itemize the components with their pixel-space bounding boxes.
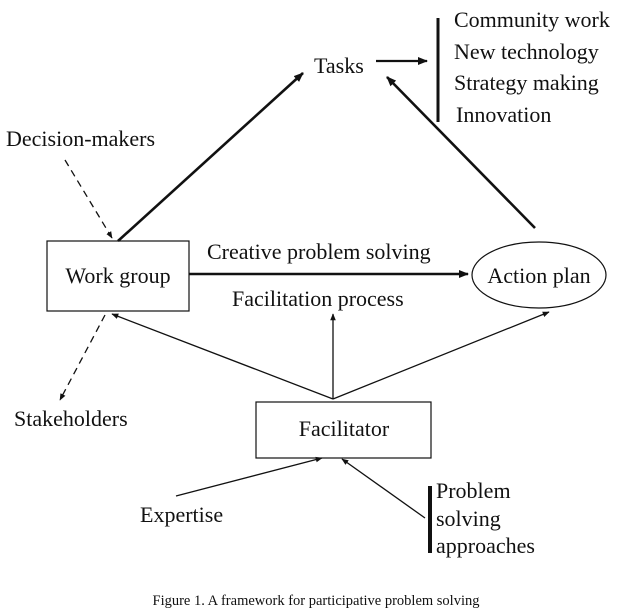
task-innovation: Innovation <box>456 102 551 127</box>
task-community-work: Community work <box>454 7 610 32</box>
work-group-label: Work group <box>65 263 170 288</box>
facilitator-to-actionplan-arrow <box>332 311 550 400</box>
facilitator-to-workgroup-arrow <box>111 313 334 400</box>
creative-problem-solving-label: Creative problem solving <box>207 239 431 264</box>
approaches-to-facilitator-arrow <box>341 458 426 519</box>
action-plan-ellipse <box>471 241 607 309</box>
action-plan-label: Action plan <box>487 263 590 288</box>
decisionmakers-to-workgroup-arrow <box>64 159 113 239</box>
task-strategy-making: Strategy making <box>454 70 599 95</box>
figure-caption: Figure 1. A framework for participative … <box>153 593 480 609</box>
approaches-line-approaches: approaches <box>436 533 535 558</box>
expertise-to-facilitator-arrow <box>175 456 323 497</box>
workgroup-to-stakeholders-arrow <box>59 314 106 401</box>
expertise-label: Expertise <box>140 502 223 527</box>
task-new-technology: New technology <box>454 39 599 64</box>
stakeholders-label: Stakeholders <box>14 406 128 431</box>
facilitation-process-label: Facilitation process <box>232 286 404 311</box>
facilitator-box <box>255 401 432 459</box>
facilitator-label: Facilitator <box>299 416 390 441</box>
approaches-line-solving: solving <box>436 506 501 531</box>
actionplan-to-tasks-arrow <box>386 76 536 229</box>
workgroup-to-tasks-arrow <box>117 72 304 242</box>
approaches-line-problem: Problem <box>436 478 511 503</box>
tasks-label: Tasks <box>314 53 364 78</box>
decision-makers-label: Decision-makers <box>6 126 155 151</box>
